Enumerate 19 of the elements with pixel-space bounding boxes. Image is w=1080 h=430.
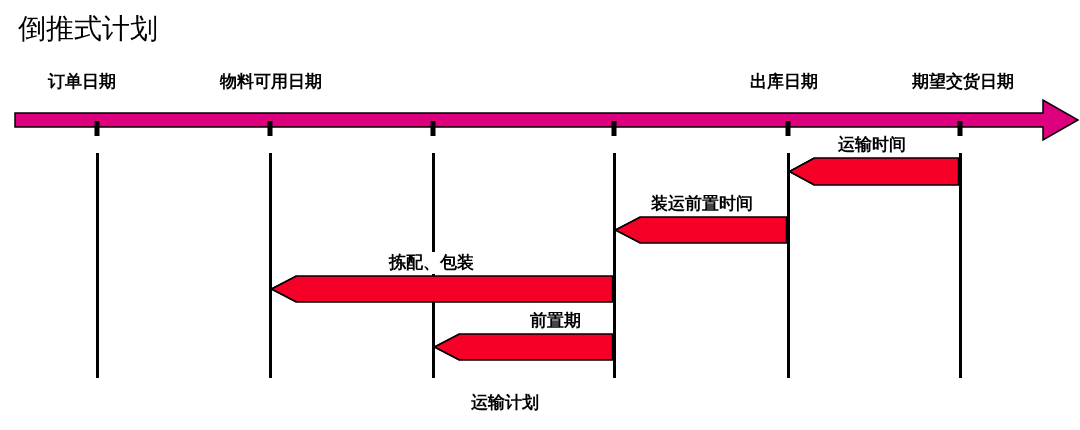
date-line (612, 153, 616, 378)
date-label: 期望交货日期 (912, 71, 1014, 93)
date-line (958, 153, 962, 378)
block-arrow (788, 157, 960, 186)
date-label: 订单日期 (48, 71, 116, 93)
edge-label: 拣配、包装 (386, 252, 476, 274)
edge-label: 装运前置时间 (649, 193, 755, 215)
date-line (268, 153, 272, 378)
date-label: 物料可用日期 (220, 71, 322, 93)
date-line (95, 153, 99, 378)
title: 倒推式计划 (18, 12, 158, 46)
block-arrow (270, 275, 614, 303)
date-line (786, 153, 790, 378)
block-arrow (433, 333, 614, 361)
date-label: 出库日期 (750, 71, 818, 93)
block-arrow (614, 216, 788, 244)
edge-label: 前置期 (527, 310, 583, 332)
edge-label: 运输时间 (836, 134, 908, 156)
caption-text: 运输计划 (471, 392, 539, 414)
